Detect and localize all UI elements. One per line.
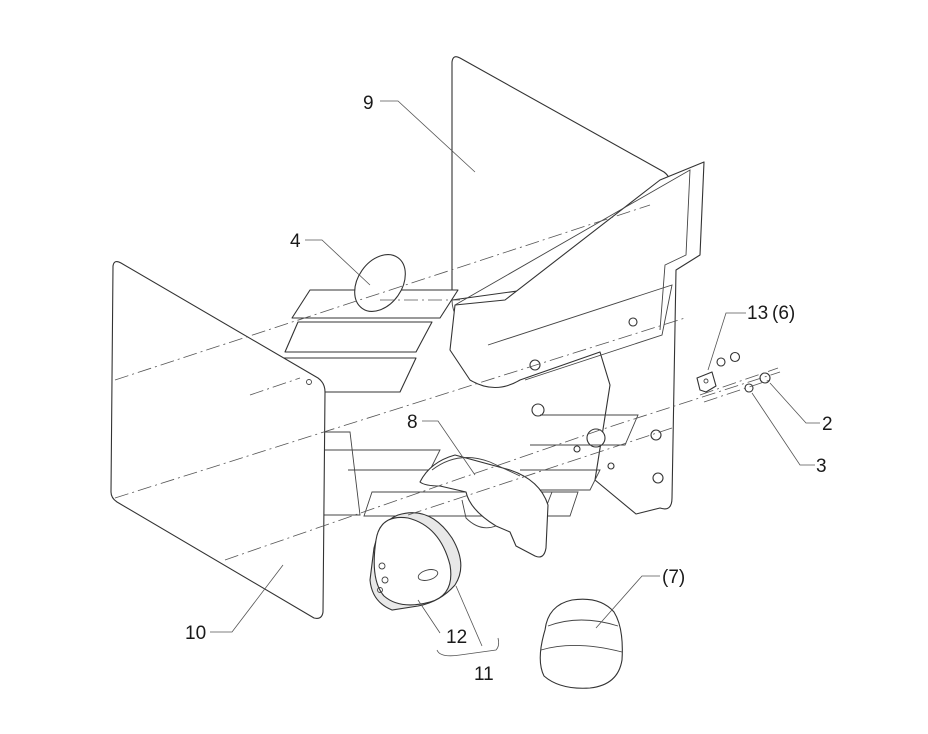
callout-label: 9 [363,93,374,114]
callout-label: (7) [662,567,685,588]
callout-label: 10 [185,623,206,644]
assembly-axis-lines [114,204,781,561]
lamp-housing-part [369,512,462,611]
callout-label: 4 [290,231,301,252]
callout-labels: 9 4 13 (6) 8 2 3 (7) 10 12 11 [185,93,833,685]
callout-label: (6) [772,303,795,324]
callout-label: 12 [446,627,467,648]
leader-lines [210,100,820,657]
mounting-bracket-part [449,161,705,515]
callout-label: 11 [474,664,494,685]
callout-label: 2 [822,414,833,435]
callout-label: 3 [816,456,827,477]
callout-label: 13 [747,303,768,324]
tab-bracket-part [696,371,717,393]
callout-label: 8 [407,412,418,433]
front-plate-part [110,261,326,619]
